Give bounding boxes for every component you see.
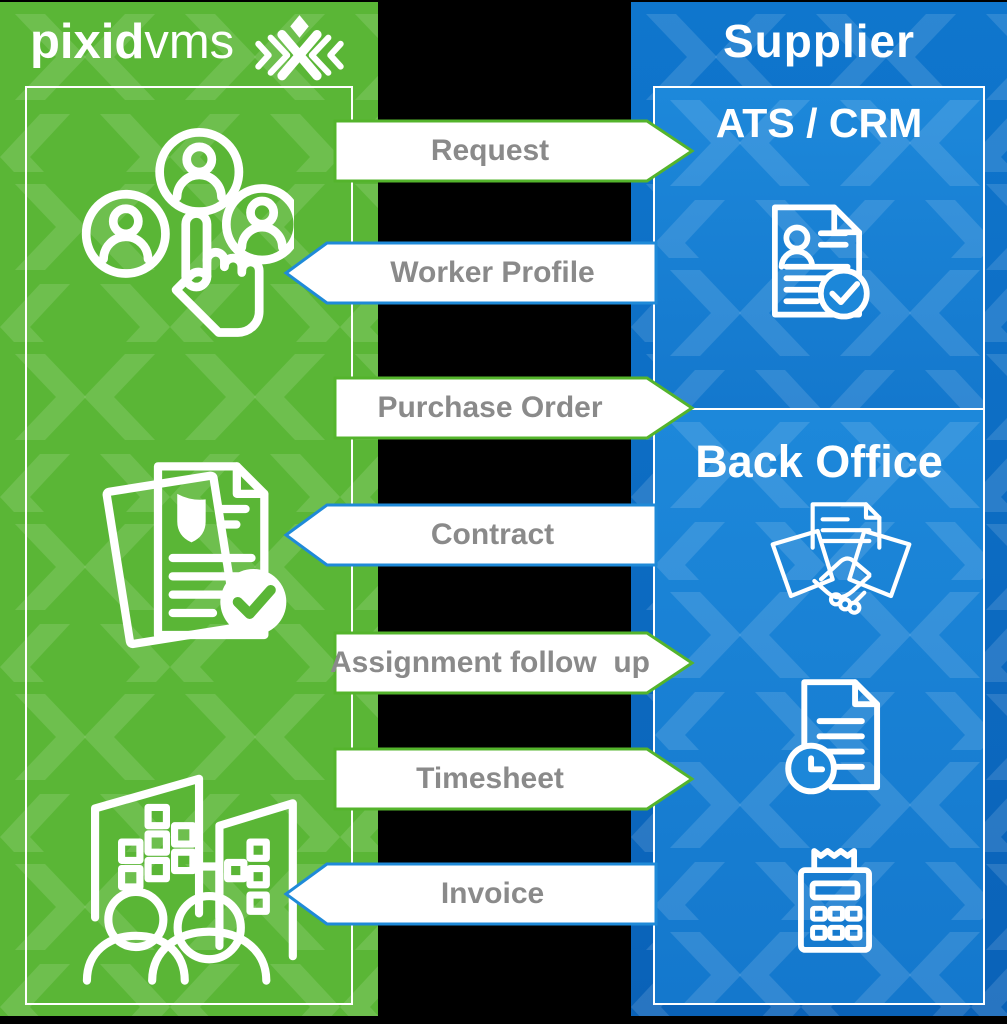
ats-crm-title: ATS / CRM [715,100,923,146]
flow-label: Timesheet [416,762,564,795]
flow-label: Request [430,134,550,167]
flow-arrow-worker-profile: Worker Profile [283,241,658,305]
companies-workers-icon [82,774,297,985]
flow-arrow-timesheet: Timesheet [333,747,695,811]
pixid-vms-logo: pixidvms [30,14,234,70]
back-office-title: Back Office [695,436,943,487]
flow-arrow-assignment-follow-up: Assignment follow up [330,631,695,695]
pixid-logo-mark-icon [255,15,344,81]
resume-check-icon [772,204,870,320]
flow-arrow-purchase-order: Purchase Order [333,376,695,440]
flow-label: Worker Profile [390,256,595,289]
logo-text-bold: pixid [30,15,145,69]
flow-arrow-contract: Contract [283,503,658,567]
back-office-box: Back Office [653,408,985,1005]
calculator-receipt-icon [798,848,872,953]
supplier-title: Supplier [722,15,916,67]
handshake-agreement-icon [770,502,912,615]
flow-arrow-invoice: Invoice [283,862,658,926]
candidate-selection-icon [81,128,294,337]
logo-text-light: vms [144,15,235,69]
flow-arrow-request: Request [333,119,695,183]
ats-crm-box: ATS / CRM [653,86,985,410]
signed-documents-icon [102,462,287,649]
document-clock-icon [785,679,881,795]
flow-label: Assignment follow up [330,646,650,679]
flow-label: Invoice [440,877,545,910]
flow-label: Purchase Order [377,391,603,424]
flow-label: Contract [430,518,555,551]
